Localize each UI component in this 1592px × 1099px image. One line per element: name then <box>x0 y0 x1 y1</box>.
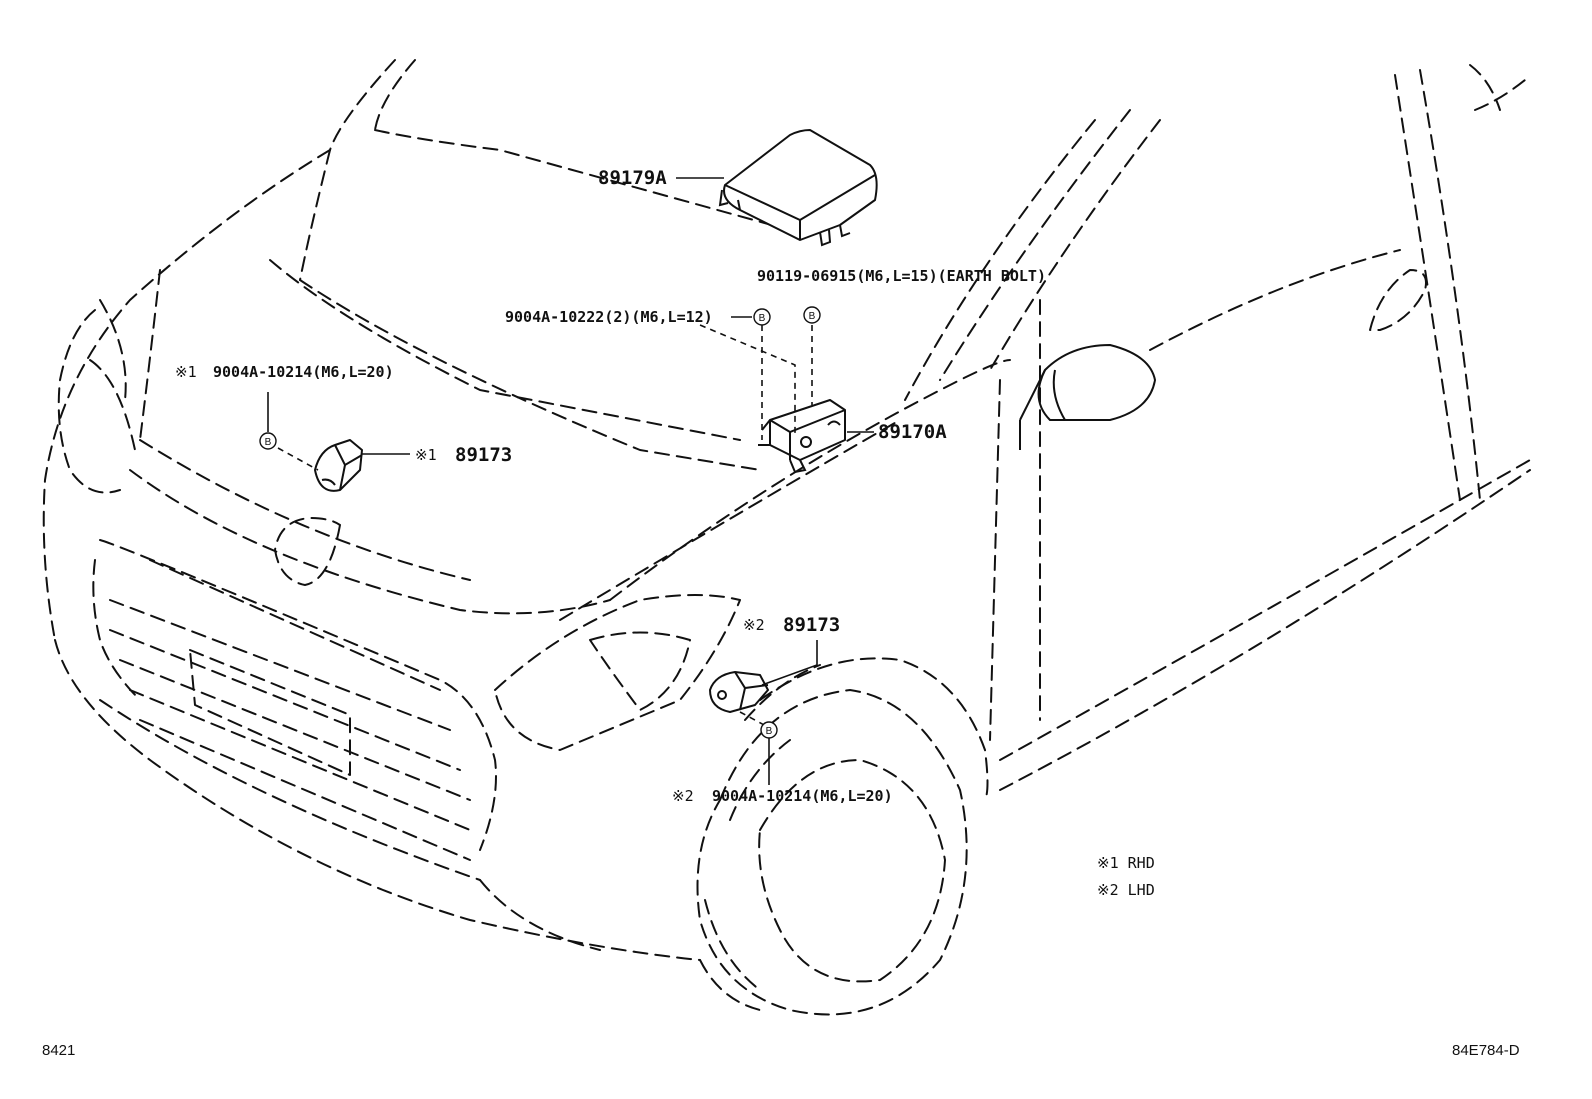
side-mirror <box>1019 343 1157 450</box>
bolt-lhd-marker: ※2 <box>672 787 694 805</box>
sensor-rhd-marker: ※1 <box>415 446 437 464</box>
bolt-rhd-marker: ※1 <box>175 363 197 381</box>
fastener-b-marker-3: B <box>259 432 277 450</box>
fastener-b-marker-2: B <box>803 306 821 324</box>
footer-right-code: 84E784-D <box>1452 1042 1520 1059</box>
leader-lines <box>267 177 874 785</box>
cover-89179a-drawing <box>718 129 878 247</box>
sensor-lhd-drawing <box>709 671 769 713</box>
bolt-2-spec[interactable]: 9004A-10222(2)(M6,L=12) <box>505 308 713 326</box>
sensor-rhd-part-number[interactable]: 89173 <box>455 444 512 466</box>
ecu-part-number[interactable]: 89170A <box>878 421 947 443</box>
sensor-rhd-drawing <box>314 439 363 492</box>
ecu-89170a-drawing <box>758 399 846 474</box>
bolt-rhd-spec[interactable]: 9004A-10214(M6,L=20) <box>213 363 394 381</box>
earth-bolt-spec[interactable]: 90119-06915(M6,L=15)(EARTH BOLT) <box>757 267 1046 285</box>
fastener-letter: B <box>265 437 272 448</box>
cover-part-number[interactable]: 89179A <box>598 167 667 189</box>
fastener-b-marker-1: B <box>753 308 771 326</box>
sensor-lhd-marker: ※2 <box>743 616 765 634</box>
bolt-lhd-spec[interactable]: 9004A-10214(M6,L=20) <box>712 787 893 805</box>
footer-left-code: 8421 <box>42 1042 75 1059</box>
sensor-lhd-part-number[interactable]: 89173 <box>783 614 840 636</box>
fastener-letter: B <box>759 313 766 324</box>
fastener-letter: B <box>766 726 773 737</box>
fastener-b-marker-4: B <box>760 721 778 739</box>
car-outline <box>42 59 1531 1016</box>
fastener-letter: B <box>809 311 816 322</box>
note-lhd: ※2 LHD <box>1097 881 1155 899</box>
note-rhd: ※1 RHD <box>1097 854 1155 872</box>
